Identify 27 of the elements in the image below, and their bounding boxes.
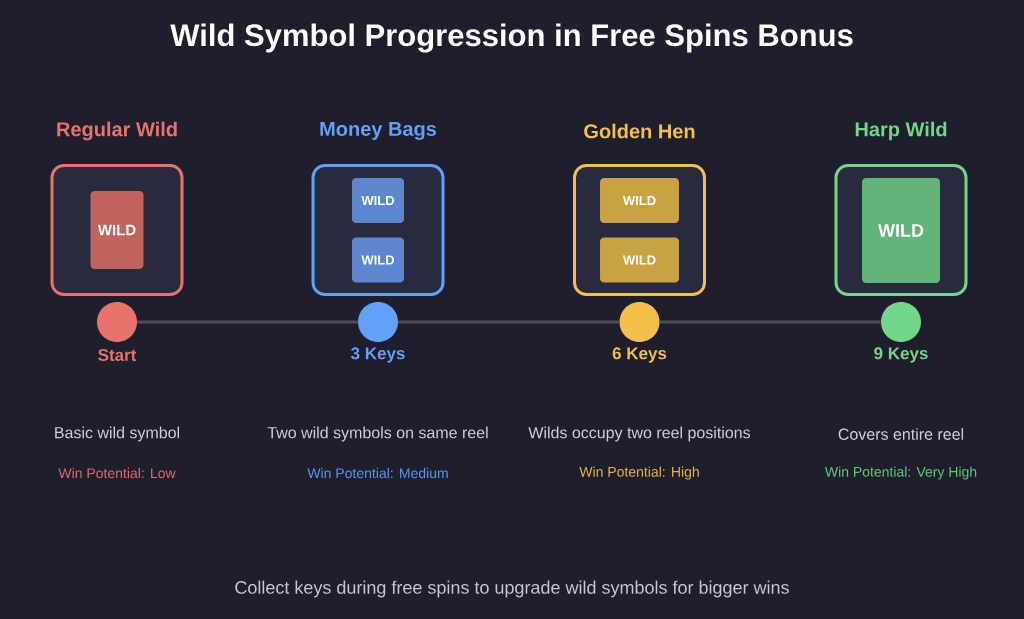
title: Wild Symbol Progression in Free Spins Bonus: [170, 23, 853, 53]
milestone-label: Start: [98, 349, 137, 362]
timeline-line: [398, 320, 620, 324]
timeline-line: [137, 320, 358, 324]
description-text: Two wild symbols on same reel: [267, 426, 488, 442]
wild-tile: WILD: [352, 178, 404, 223]
card-title: Money Bags: [320, 122, 437, 140]
win-potential-text: Win Potential: Low: [58, 467, 176, 479]
milestone-label: 6 Keys: [612, 347, 667, 363]
wild-tile: WILD: [90, 191, 144, 269]
card-title: Harp Wild: [855, 121, 947, 141]
timeline-line: [659, 320, 881, 324]
card-title: Regular Wild: [57, 121, 177, 141]
win-potential-text: Win Potential: High: [579, 466, 699, 480]
milestone-label: 3 Keys: [351, 347, 405, 363]
win-potential-text: Win Potential: Very High: [824, 466, 977, 480]
description-text: Covers entire reel: [838, 428, 964, 440]
wild-tile: WILD: [862, 178, 940, 283]
wild-tile: WILD: [352, 237, 404, 283]
card-title: Golden Hen: [584, 123, 695, 139]
wild-tile: WILD: [600, 178, 679, 223]
description-text: Basic wild symbol: [55, 426, 180, 442]
description-text: Wilds occupy two reel positions: [528, 426, 751, 442]
milestone-label: 9 Keys: [874, 347, 928, 363]
win-potential-text: Win Potential: Medium: [307, 467, 448, 479]
caption: Collect keys during free spins to upgrade wild symbols for bigger wins: [235, 580, 789, 598]
wild-tile: WILD: [600, 237, 679, 283]
